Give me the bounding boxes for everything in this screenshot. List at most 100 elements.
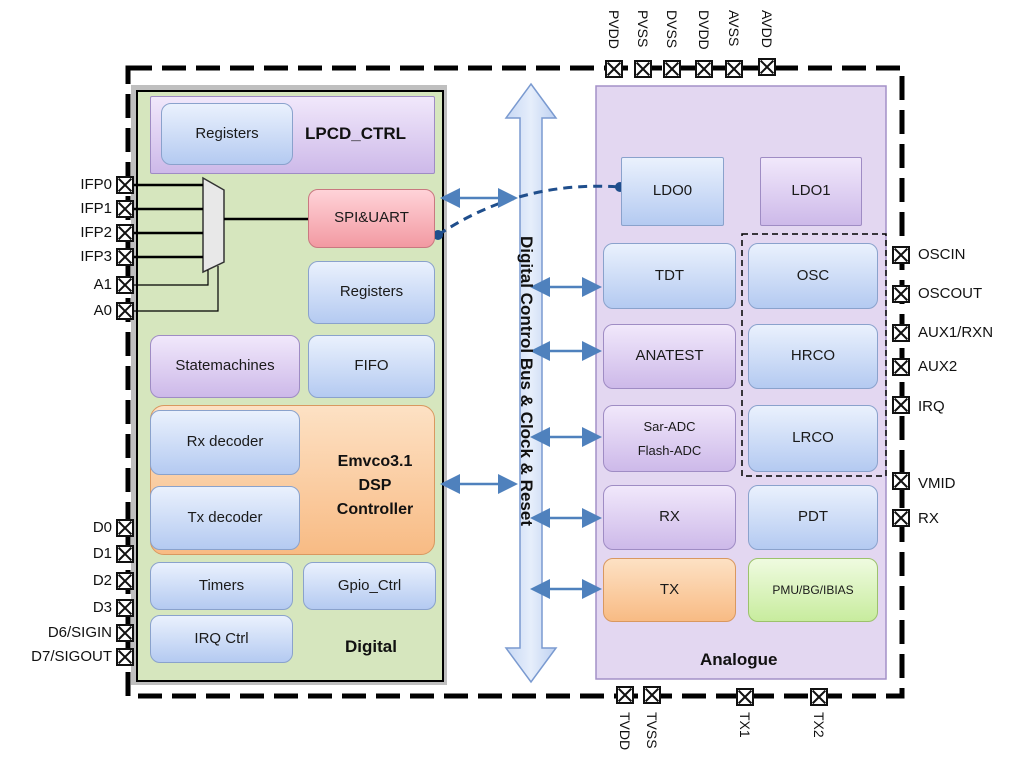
pin-aux1-rxn [892,324,910,342]
pin-label-tvdd: TVDD [617,712,633,751]
pmu-block: PMU/BG/IBIAS [748,558,878,622]
digital-registers-block: Registers [308,261,435,324]
pin-label-tx2: TX2 [811,712,827,738]
pin-label-ifp1: IFP1 [80,200,112,217]
ldo0-label: LDO0 [652,182,693,200]
osc-label: OSC [796,266,830,284]
dsp-line-1: Emvco3.1 [337,453,413,470]
statemachines-label: Statemachines [175,357,275,375]
rx-decoder-label: Rx decoder [186,433,264,451]
osc-group-boundary [741,233,887,477]
digital-registers-label: Registers [339,283,404,301]
mux-symbol [202,176,225,274]
dsp-line-3: Controller [336,501,414,518]
pin-rx [892,509,910,527]
tx-label: TX [659,580,680,598]
pmu-label: PMU/BG/IBIAS [772,582,854,597]
pin-label-ifp0: IFP0 [80,176,112,193]
pin-label-pvss: PVSS [635,10,651,48]
hrco-block: HRCO [748,324,878,389]
anatest-label: ANATEST [635,347,704,365]
pdt-block: PDT [748,485,878,550]
sar-adc-label: Sar-ADC [643,418,696,434]
pin-vmid [892,472,910,490]
pin-tvdd [616,686,634,704]
pin-label-d1: D1 [92,545,112,562]
pin-label-d7-sigout: D7/SIGOUT [31,648,112,665]
bus-arrow [504,82,558,684]
pin-label-dvdd: DVDD [696,10,712,50]
pdt-label: PDT [798,508,828,526]
pin-label-a0: A0 [93,302,112,319]
pin-d1 [116,545,134,563]
pin-label-aux2: AUX2 [918,358,958,375]
ldo0-block: LDO0 [621,157,724,226]
pin-label-oscin: OSCIN [918,246,966,263]
pin-label-vmid: VMID [918,475,956,492]
lpcd-ctrl-title: LPCD_CTRL [305,124,407,143]
pin-ifp2 [116,224,134,242]
pin-avdd [758,58,776,76]
pin-d6-sigin [116,624,134,642]
pin-label-ifp3: IFP3 [80,248,112,265]
pin-aux2 [892,358,910,376]
spi-uart-label: SPI&UART [334,209,409,227]
pin-oscout [892,285,910,303]
pin-label-avss: AVSS [726,10,742,47]
pin-pvss [634,60,652,78]
irq-ctrl-label: IRQ Ctrl [194,629,249,647]
pin-label-ifp2: IFP2 [80,224,112,241]
digital-title: Digital [345,637,397,656]
irq-ctrl-block: IRQ Ctrl [150,615,293,663]
tdt-block: TDT [603,243,736,309]
pin-label-dvss: DVSS [664,10,680,49]
pin-ifp1 [116,200,134,218]
bus-label: Digital Control Bus & Clock & Reset [517,236,536,526]
pin-label-avdd: AVDD [759,10,775,48]
rx-decoder-block: Rx decoder [150,410,300,475]
spi-uart-block: SPI&UART [308,189,435,248]
pin-dvss [663,60,681,78]
tx-block: TX [603,558,736,622]
chip-boundary [125,65,905,699]
pin-avss [725,60,743,78]
pin-label-oscout: OSCOUT [918,285,983,302]
pin-label-d3: D3 [92,599,112,616]
pin-label-d6-sigin: D6/SIGIN [47,624,112,641]
timers-label: Timers [198,576,245,594]
rx-block: RX [603,485,736,550]
dsp-line-2: DSP [358,477,392,494]
fifo-label: FIFO [354,357,389,375]
pin-d2 [116,572,134,590]
anatest-block: ANATEST [603,324,736,389]
lpcd-registers-label: Registers [195,124,259,142]
pin-tvss [643,686,661,704]
pin-d0 [116,519,134,537]
lrco-label: LRCO [792,429,834,447]
lrco-block: LRCO [748,405,878,472]
gpio-ctrl-block: Gpio_Ctrl [303,562,436,610]
pin-label-a1: A1 [93,276,112,293]
adc-block: Sar-ADC Flash-ADC [603,405,736,472]
ldo1-block: LDO1 [760,157,862,226]
pin-label-aux1-rxn: AUX1/RXN [918,324,994,341]
pin-label-d0: D0 [92,519,112,536]
pin-ifp3 [116,248,134,266]
pin-label-d2: D2 [92,572,112,589]
pin-tx2 [810,688,828,706]
analogue-title: Analogue [700,650,778,669]
pin-label-pvdd: PVDD [606,10,622,49]
pin-a1 [116,276,134,294]
tx-decoder-label: Tx decoder [187,508,263,526]
pin-label-tx1: TX1 [737,712,753,738]
pin-ifp0 [116,176,134,194]
pin-d7-sigout [116,648,134,666]
pin-label-rx: RX [918,510,939,527]
pin-oscin [892,246,910,264]
tx-decoder-block: Tx decoder [150,486,300,550]
rx-label: RX [659,508,680,526]
pin-tx1 [736,688,754,706]
hrco-label: HRCO [790,347,836,365]
flash-adc-label: Flash-ADC [637,442,702,458]
pin-d3 [116,599,134,617]
